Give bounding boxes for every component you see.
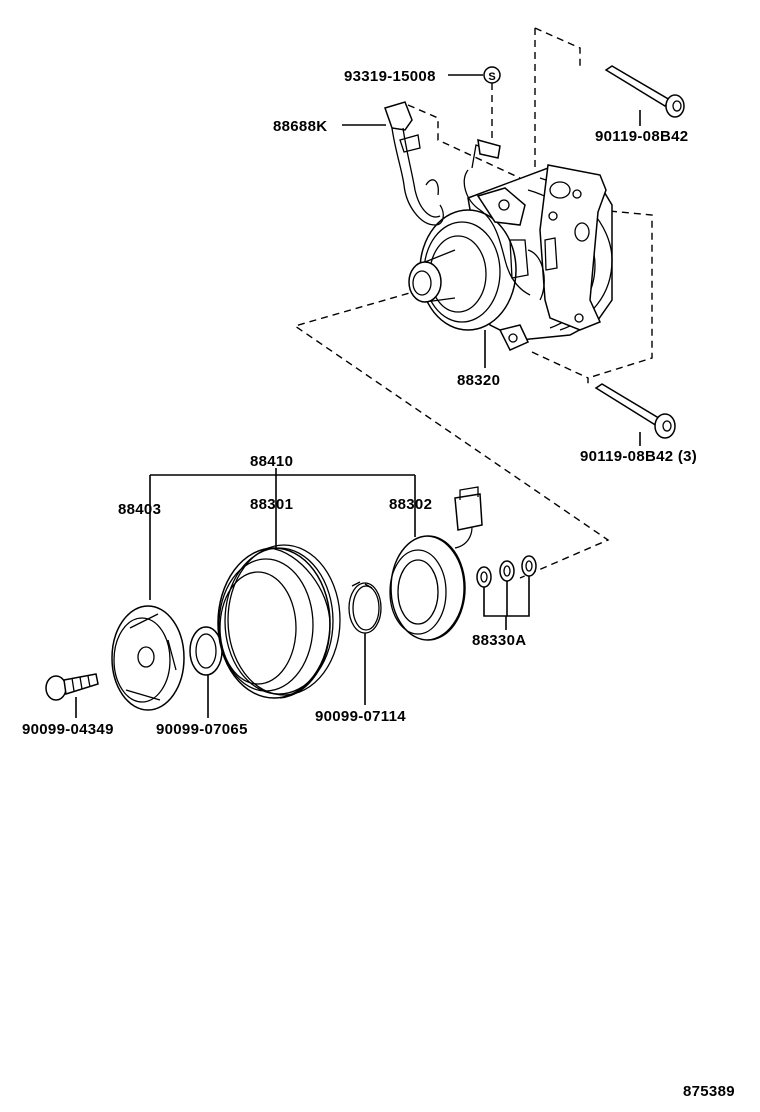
bolt-lower-drawing: [594, 383, 676, 439]
svg-text:S: S: [488, 71, 495, 83]
bolt-upper-drawing: [604, 65, 685, 118]
part-labels: 93319-15008 88688K 90119-08B42 88320 901…: [22, 68, 735, 1100]
pressure-plate-drawing: [111, 605, 185, 711]
assembly-dashed-lines: [293, 27, 653, 579]
shim-washers-drawing: [476, 555, 537, 588]
harness-clamp-drawing: [384, 101, 444, 226]
leader-lines: [75, 74, 641, 718]
center-bolt-drawing: [45, 673, 99, 701]
label-88330a: 88330A: [472, 632, 526, 649]
label-88403: 88403: [118, 501, 161, 518]
toothed-washer-drawing: [189, 626, 223, 676]
label-90099-04349: 90099-04349: [22, 721, 114, 738]
label-93319-15008: 93319-15008: [344, 68, 436, 85]
label-90099-07065: 90099-07065: [156, 721, 248, 738]
label-90099-07114: 90099-07114: [315, 708, 406, 725]
field-coil-drawing: [389, 486, 483, 641]
label-88301: 88301: [250, 496, 293, 513]
label-90119-08b42-lower: 90119-08B42 (3): [580, 448, 697, 465]
label-88688k: 88688K: [273, 118, 327, 135]
label-90119-08b42-upper: 90119-08B42: [595, 128, 688, 145]
snap-ring-drawing: [348, 581, 382, 634]
label-88302: 88302: [389, 496, 432, 513]
pulley-drawing: [217, 544, 341, 699]
label-88320: 88320: [457, 372, 500, 389]
reference-number: 875389: [683, 1083, 735, 1100]
compressor-drawing: [408, 144, 613, 351]
s-mark-symbol: S: [477, 66, 501, 159]
label-88410: 88410: [250, 453, 293, 470]
